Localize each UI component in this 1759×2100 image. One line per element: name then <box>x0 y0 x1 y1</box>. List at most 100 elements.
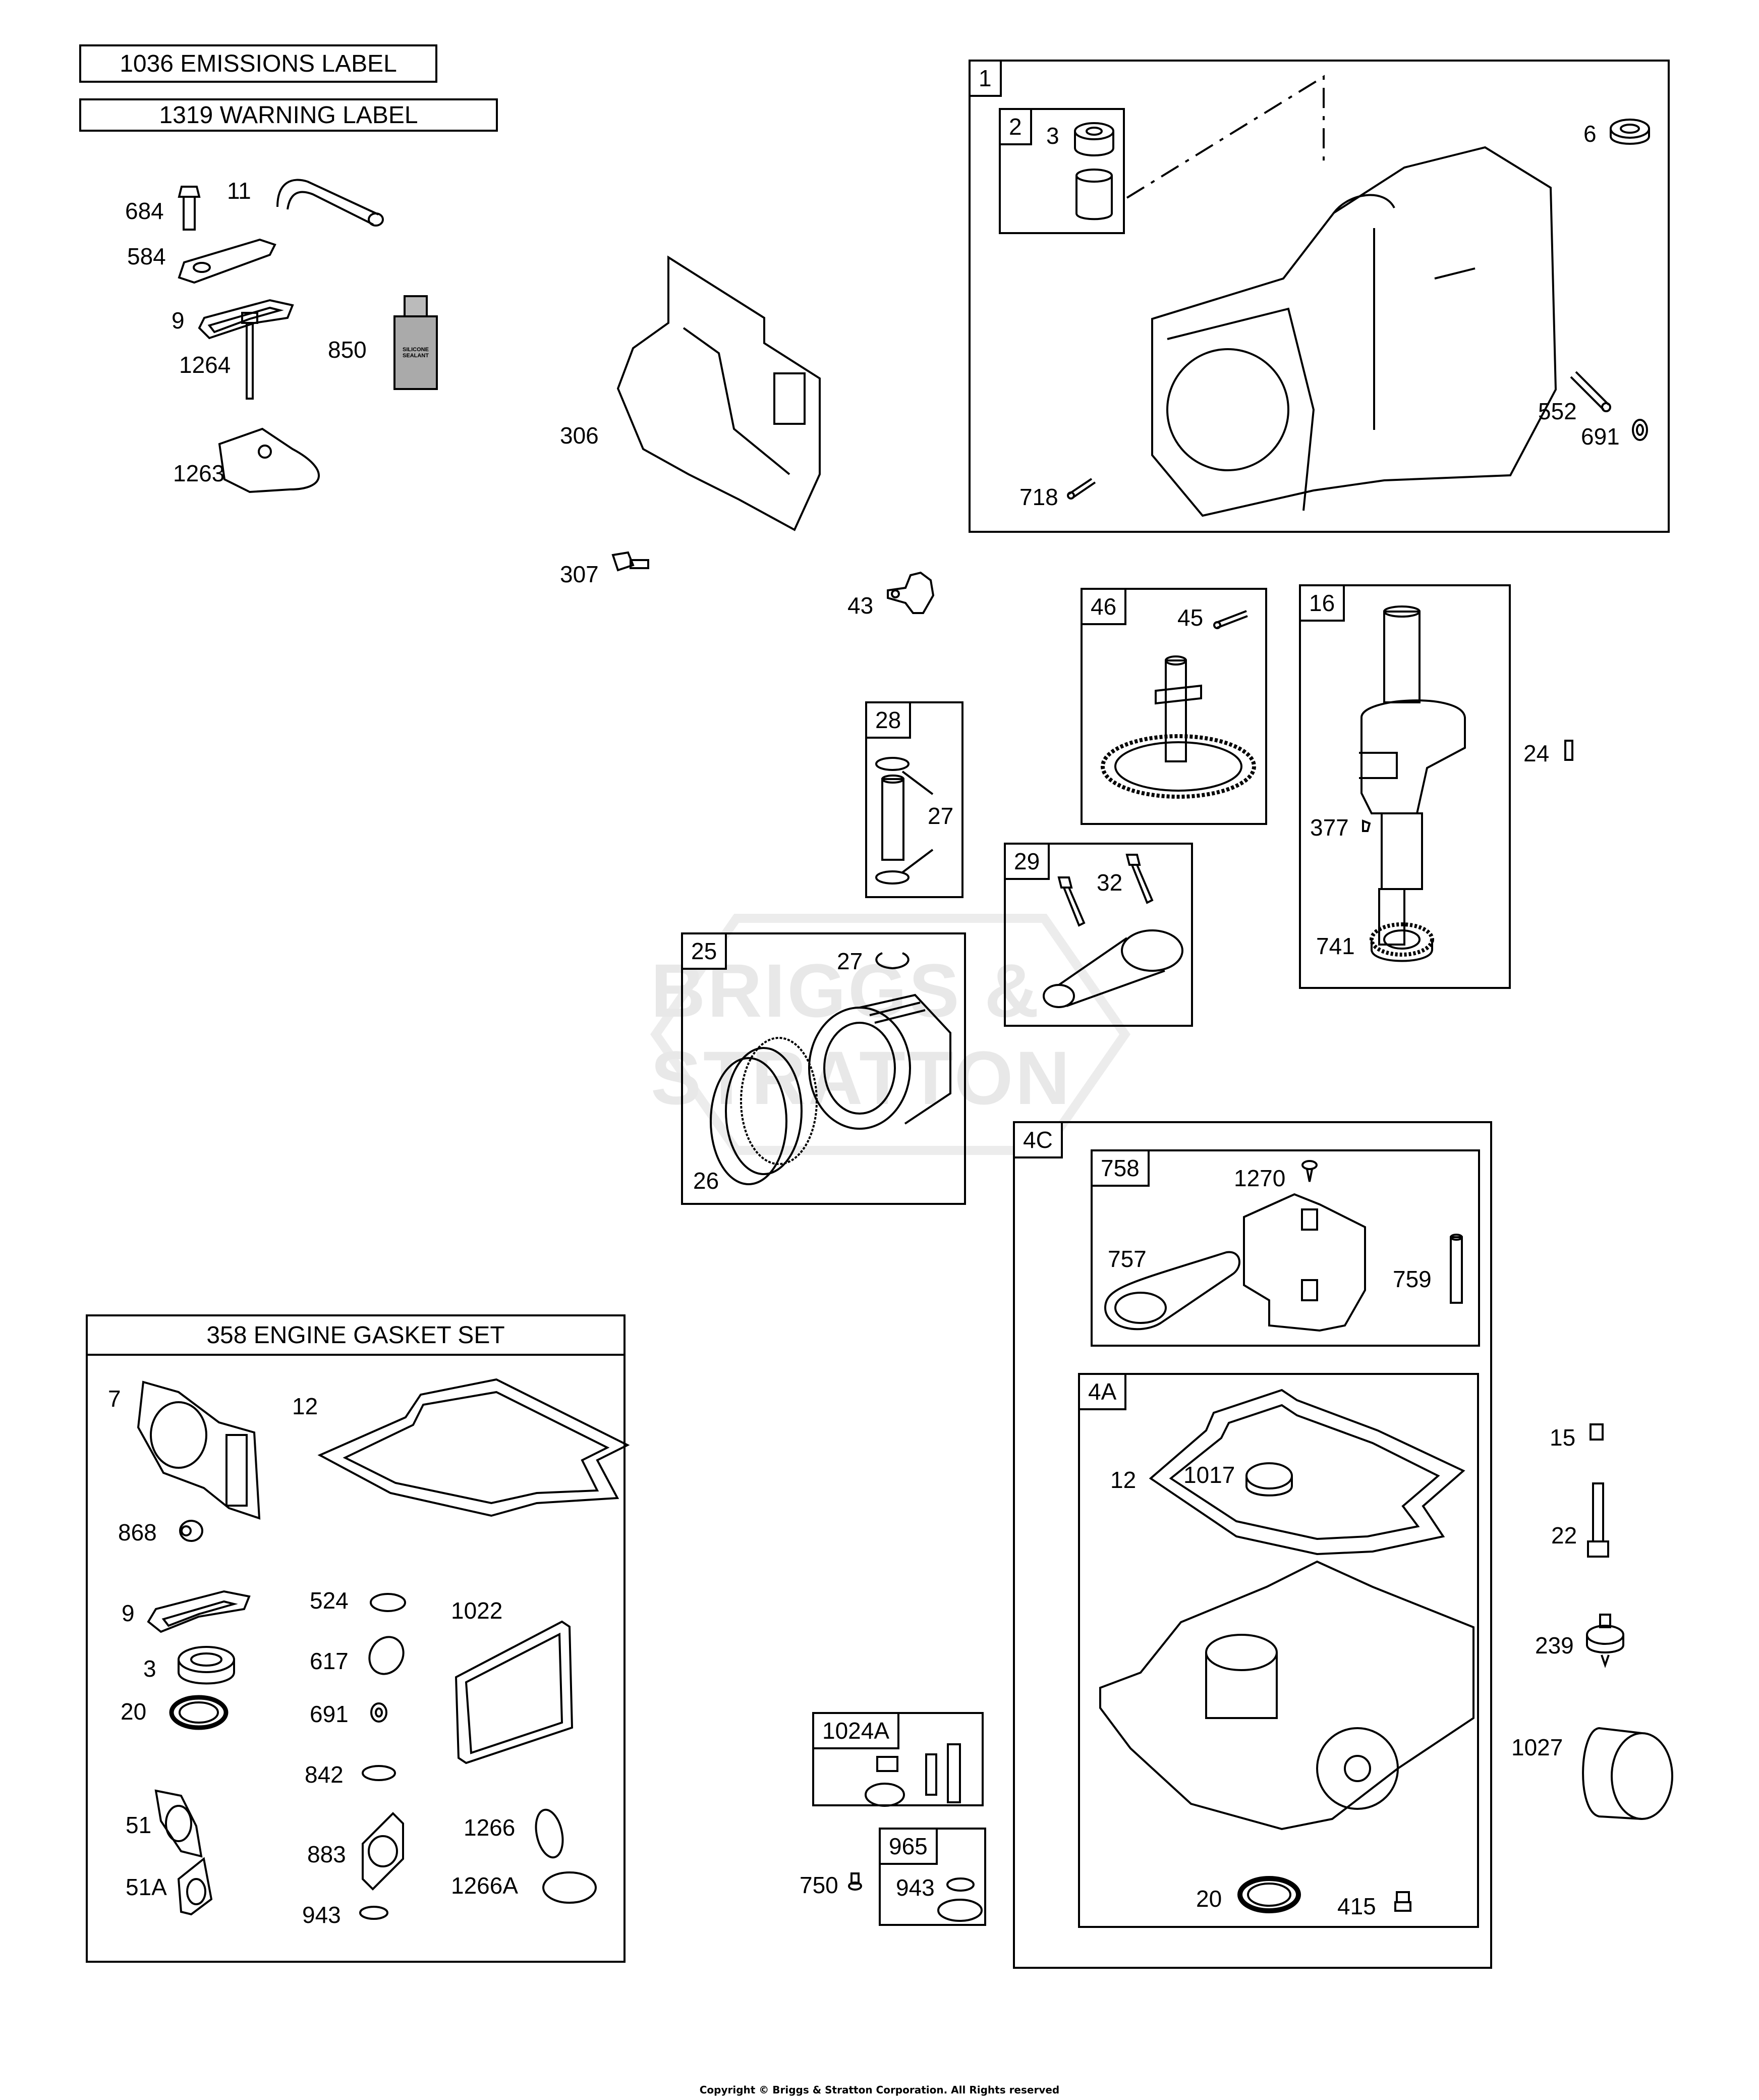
sump-housing-icon[interactable] <box>1090 1557 1474 1859</box>
cylinder-assembly-box[interactable]: 1 2 3 6 552 691 718 <box>969 60 1670 533</box>
connecting-rod-box[interactable]: 29 32 <box>1004 843 1193 1027</box>
part-label-12[interactable]: 12 <box>1110 1467 1137 1493</box>
part-label-51[interactable]: 51 <box>126 1812 152 1838</box>
screw-icon[interactable] <box>240 308 260 404</box>
sump-assembly-box[interactable]: 4C 758 1270 757 759 4A 12 1017 20 415 <box>1013 1121 1492 1969</box>
oil-seal-icon[interactable] <box>1236 1874 1302 1920</box>
part-label-552[interactable]: 552 <box>1538 398 1577 424</box>
silicone-sealant-tube[interactable]: SILICONE SEALANT <box>393 295 438 390</box>
governor-bracket-icon[interactable] <box>883 565 938 621</box>
breather-gasket-icon[interactable] <box>143 1586 254 1637</box>
crankshaft-icon[interactable] <box>1351 601 1478 950</box>
part-label-741[interactable]: 741 <box>1316 933 1355 959</box>
piston-rings-icon[interactable] <box>703 1030 819 1192</box>
engine-gasket-set-box[interactable]: 358 ENGINE GASKET SET 7 12 868 9 524 102… <box>86 1314 630 1963</box>
oring-icon[interactable] <box>368 1591 408 1614</box>
shield-plate-icon[interactable] <box>214 424 335 493</box>
part-label-1027[interactable]: 1027 <box>1511 1734 1563 1760</box>
oring-icon[interactable] <box>1627 415 1653 445</box>
warning-label-banner[interactable]: 1319 WARNING LABEL <box>79 98 498 132</box>
oil-pump-housing-icon[interactable] <box>1239 1189 1375 1336</box>
bolt-icon[interactable] <box>610 550 651 580</box>
part-label-20[interactable]: 20 <box>1196 1886 1222 1912</box>
part-label-684[interactable]: 684 <box>125 198 164 224</box>
piston-box[interactable]: 25 27 26 <box>681 932 966 1205</box>
part-label-415[interactable]: 415 <box>1337 1893 1376 1919</box>
key-icon[interactable] <box>1564 739 1574 762</box>
oring-icon[interactable] <box>368 1700 390 1725</box>
cam-gear-icon[interactable] <box>1093 640 1264 812</box>
cylinder-shroud-icon[interactable] <box>613 237 825 535</box>
cylinder-block-icon[interactable] <box>1122 127 1576 517</box>
part-label-7[interactable]: 7 <box>108 1386 121 1412</box>
connecting-rod-icon[interactable] <box>1039 920 1190 1016</box>
oil-pump-box[interactable]: 758 1270 757 759 <box>1091 1149 1480 1347</box>
pump-shaft-icon[interactable] <box>1446 1232 1466 1308</box>
sump-gasket-icon[interactable] <box>1146 1385 1479 1557</box>
part-label-943[interactable]: 943 <box>896 1874 935 1901</box>
piston-pin-icon[interactable] <box>872 754 963 895</box>
part-label-51A[interactable]: 51A <box>126 1874 167 1900</box>
part-label-15[interactable]: 15 <box>1550 1424 1576 1451</box>
piston-pin-box[interactable]: 28 27 <box>865 701 963 898</box>
part-label-868[interactable]: 868 <box>118 1519 157 1545</box>
oring-icon[interactable] <box>360 1763 398 1783</box>
valve-cover-gasket-icon[interactable] <box>451 1617 577 1768</box>
part-label-1264[interactable]: 1264 <box>179 352 231 378</box>
part-label-1017[interactable]: 1017 <box>1183 1462 1235 1488</box>
part-label-27[interactable]: 27 <box>837 948 863 974</box>
breather-tube-icon[interactable] <box>272 167 388 227</box>
oil-seal-icon[interactable] <box>171 1644 242 1690</box>
sump-box[interactable]: 4A 12 1017 20 415 <box>1078 1373 1479 1928</box>
bushing-icon[interactable] <box>1071 168 1117 224</box>
part-label-3[interactable]: 3 <box>1046 123 1059 149</box>
part-label-691[interactable]: 691 <box>310 1701 349 1727</box>
camshaft-box[interactable]: 46 45 <box>1081 588 1267 825</box>
part-label-307[interactable]: 307 <box>560 561 599 587</box>
breather-gasket-icon[interactable] <box>194 293 300 341</box>
bushing-kit-box[interactable]: 2 3 <box>999 108 1125 234</box>
part-label-1263[interactable]: 1263 <box>173 460 225 486</box>
oil-filter-icon[interactable] <box>1569 1721 1675 1821</box>
oring-icon[interactable] <box>358 1904 390 1922</box>
part-label-759[interactable]: 759 <box>1393 1266 1432 1292</box>
key-icon[interactable] <box>1360 818 1373 834</box>
part-label-11[interactable]: 11 <box>227 178 251 204</box>
intake-gasket-icon[interactable] <box>174 1854 214 1917</box>
part-label-9[interactable]: 9 <box>172 307 185 334</box>
part-label-9[interactable]: 9 <box>122 1600 135 1626</box>
part-label-24[interactable]: 24 <box>1523 740 1550 766</box>
washer-icon[interactable] <box>1607 116 1653 149</box>
part-label-26[interactable]: 26 <box>693 1168 719 1194</box>
exhaust-gasket-icon[interactable] <box>358 1808 408 1894</box>
crank-gear-icon[interactable] <box>1367 919 1437 970</box>
part-label-306[interactable]: 306 <box>560 422 599 449</box>
head-gasket-icon[interactable] <box>133 1372 264 1523</box>
part-label-1022[interactable]: 1022 <box>451 1597 503 1624</box>
retainer-clip-icon[interactable] <box>872 947 913 972</box>
part-label-691[interactable]: 691 <box>1581 423 1620 450</box>
part-label-6[interactable]: 6 <box>1583 121 1597 147</box>
part-label-943[interactable]: 943 <box>302 1902 341 1928</box>
part-label-43[interactable]: 43 <box>847 592 874 619</box>
screw-icon[interactable] <box>1299 1159 1320 1187</box>
part-label-584[interactable]: 584 <box>127 243 166 269</box>
crankcase-gasket-icon[interactable] <box>315 1374 630 1521</box>
oil-screen-icon[interactable] <box>1241 1458 1297 1504</box>
rod-bolt-icon[interactable] <box>1124 852 1155 908</box>
part-label-27[interactable]: 27 <box>928 803 954 829</box>
oring-icon[interactable] <box>532 1806 567 1861</box>
dipstick-tube-bolt-icon[interactable] <box>1584 1481 1614 1567</box>
seal-icon[interactable] <box>1071 120 1117 160</box>
part-label-377[interactable]: 377 <box>1310 814 1349 841</box>
breather-cover-icon[interactable] <box>174 232 280 288</box>
part-label-3[interactable]: 3 <box>143 1655 156 1682</box>
part-label-20[interactable]: 20 <box>121 1698 147 1725</box>
part-label-1266[interactable]: 1266 <box>464 1814 516 1841</box>
oil-pump-rotor-box[interactable]: 1024A <box>812 1712 984 1807</box>
emissions-label-banner[interactable]: 1036 EMISSIONS LABEL <box>79 44 437 83</box>
oring-icon[interactable] <box>365 1634 408 1677</box>
part-label-1266A[interactable]: 1266A <box>451 1872 519 1899</box>
part-label-45[interactable]: 45 <box>1177 604 1204 631</box>
pump-cover-icon[interactable] <box>936 1898 984 1923</box>
